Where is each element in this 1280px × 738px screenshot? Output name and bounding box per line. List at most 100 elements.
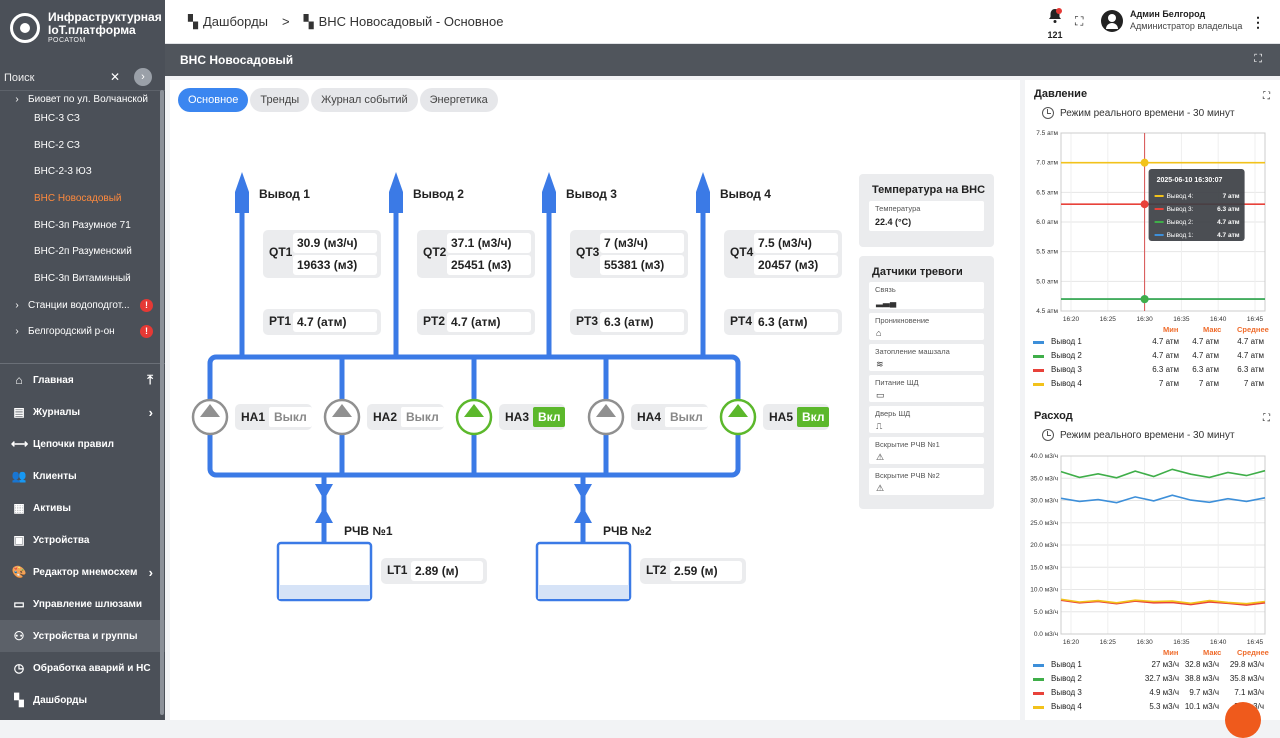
notifications-button[interactable]: 121 (1045, 8, 1065, 40)
fab-button[interactable] (1225, 702, 1261, 738)
tree-item[interactable]: ВНС Новосадовый (0, 185, 165, 212)
nav-item[interactable]: ⟷Цепочки правил (0, 428, 165, 460)
more-vert-icon[interactable]: ⋮ (1251, 14, 1265, 30)
tree-item[interactable]: ›Белгородский р-он! (0, 319, 165, 346)
tab[interactable]: Основное (178, 88, 249, 112)
y-tick-label: 4.5 атм (1036, 308, 1058, 315)
tree-item[interactable]: ВНС-3п Разумное 71 (0, 212, 165, 239)
cursor-point (1140, 200, 1149, 209)
legend-min: 5.3 м3/ч (1149, 702, 1179, 711)
pump-name: НА3 (505, 410, 530, 424)
tree-item-label: Станции водоподгот... (28, 299, 130, 311)
nav-arrow-icon[interactable]: › (148, 404, 153, 420)
nav-item[interactable]: ⌂Главная⤒ (0, 364, 165, 396)
nav-item[interactable]: ▣Устройства (0, 524, 165, 556)
sidebar-scrollbar[interactable] (160, 90, 164, 715)
legend-min: 4.7 атм (1152, 351, 1179, 360)
nav-item[interactable]: ▦Активы (0, 492, 165, 524)
pump-arrow-icon (332, 404, 352, 417)
legend-avg: 7 атм (1243, 379, 1264, 388)
brand-logo[interactable]: Инфраструктурная IoT.платформа РОСАТОМ (0, 0, 165, 56)
dashboard-fullscreen-icon[interactable]: ⛶ (1254, 53, 1262, 65)
legend-swatch (1033, 355, 1044, 358)
tree-item[interactable]: ›Станции водоподгот...! (0, 292, 165, 319)
pressure-meter-tag: PT2 (423, 314, 446, 328)
nav-item[interactable]: ▭Управление шлюзами (0, 588, 165, 620)
flow-down-arrow-icon (574, 484, 592, 500)
tree-item[interactable]: ›Биовет по ул. Волчанской (0, 91, 165, 105)
flow-realtime[interactable]: Режим реального времени - 30 минут (1042, 429, 1235, 441)
nav-item[interactable]: ◷Обработка аварий и НС (0, 652, 165, 684)
tab[interactable]: Тренды (250, 88, 310, 112)
flow-up-arrow-icon (574, 507, 592, 523)
outlet-name: Вывод 3 (566, 187, 617, 201)
chevron-right-icon[interactable]: › (15, 326, 19, 338)
fullscreen-icon[interactable]: ⛶ (1075, 14, 1084, 28)
nav-item[interactable]: 👥Клиенты (0, 460, 165, 492)
flow-fullscreen-icon[interactable]: ⛶ (1263, 413, 1270, 424)
legend-swatch (1033, 369, 1044, 372)
legend-max: 4.7 атм (1192, 337, 1219, 346)
temperature-title: Температура на ВНС (872, 184, 986, 196)
tree-item[interactable]: ВНС-2 СЗ (0, 132, 165, 159)
x-tick-label: 16:30 (1136, 316, 1153, 323)
pressure-value: 6.3 (атм) (600, 312, 684, 332)
legend-min: 32.7 м3/ч (1144, 674, 1179, 683)
pump-state: Выкл (401, 407, 444, 427)
nav-label: Устройства (33, 534, 90, 546)
search-input[interactable] (4, 71, 104, 84)
y-tick-label: 20.0 м3/ч (1030, 542, 1058, 549)
legend-avg: 6.3 атм (1237, 365, 1264, 374)
chevron-right-icon[interactable]: › (15, 94, 19, 105)
x-tick-label: 16:20 (1063, 316, 1080, 323)
tree-item[interactable]: ВНС-2-3 ЮЗ (0, 158, 165, 185)
x-tick-label: 16:40 (1210, 639, 1227, 646)
nav-arrow-icon[interactable]: ⤒ (147, 372, 153, 387)
nav-item[interactable]: 🎨Редактор мнемосхем› (0, 556, 165, 588)
nav-item[interactable]: ⚇Устройства и группы (0, 620, 165, 652)
tree-item[interactable]: ВНС-2п Разуменский (0, 238, 165, 265)
series-line (1060, 598, 1266, 605)
legend-min: 4.7 атм (1152, 337, 1179, 346)
nav-item[interactable]: ▤Журналы› (0, 396, 165, 428)
nav-label: Цепочки правил (33, 438, 114, 450)
pressure-fullscreen-icon[interactable]: ⛶ (1263, 91, 1270, 102)
nav-label: Клиенты (33, 470, 77, 482)
flow-total-value: 55381 (м3) (600, 255, 684, 275)
level-meter-tag: LT1 (387, 563, 408, 577)
door-icon: ⎍ (876, 421, 883, 431)
breadcrumb-dashboards[interactable]: Дашборды (203, 14, 268, 29)
tab[interactable]: Энергетика (419, 88, 498, 112)
alarm-sensor: Питание ШД▭ (869, 375, 984, 402)
flow-chart[interactable]: 0.0 м3/ч5.0 м3/ч10.0 м3/ч15.0 м3/ч20.0 м… (1025, 448, 1280, 648)
user-menu[interactable]: Админ Белгород Администратор владельца (1101, 9, 1242, 32)
nav-arrow-icon[interactable]: › (148, 564, 153, 580)
nav-item[interactable]: ▚Дашборды (0, 684, 165, 716)
tree-item[interactable]: ВНС-3 СЗ (0, 105, 165, 132)
search-go-button[interactable]: › (134, 68, 152, 86)
tree-item[interactable]: ВНС-3п Витаминный (0, 265, 165, 292)
pressure-meter-tag: PT1 (269, 314, 292, 328)
tooltip-value: 4.7 атм (1217, 219, 1240, 226)
clear-search-icon[interactable]: ✕ (110, 70, 121, 84)
chevron-right-icon[interactable]: › (15, 299, 19, 311)
tab[interactable]: Журнал событий (311, 88, 418, 112)
pressure-realtime[interactable]: Режим реального времени - 30 минут (1042, 107, 1235, 119)
tank-water-level (538, 585, 629, 599)
outlet-arrow-icon (542, 172, 556, 213)
